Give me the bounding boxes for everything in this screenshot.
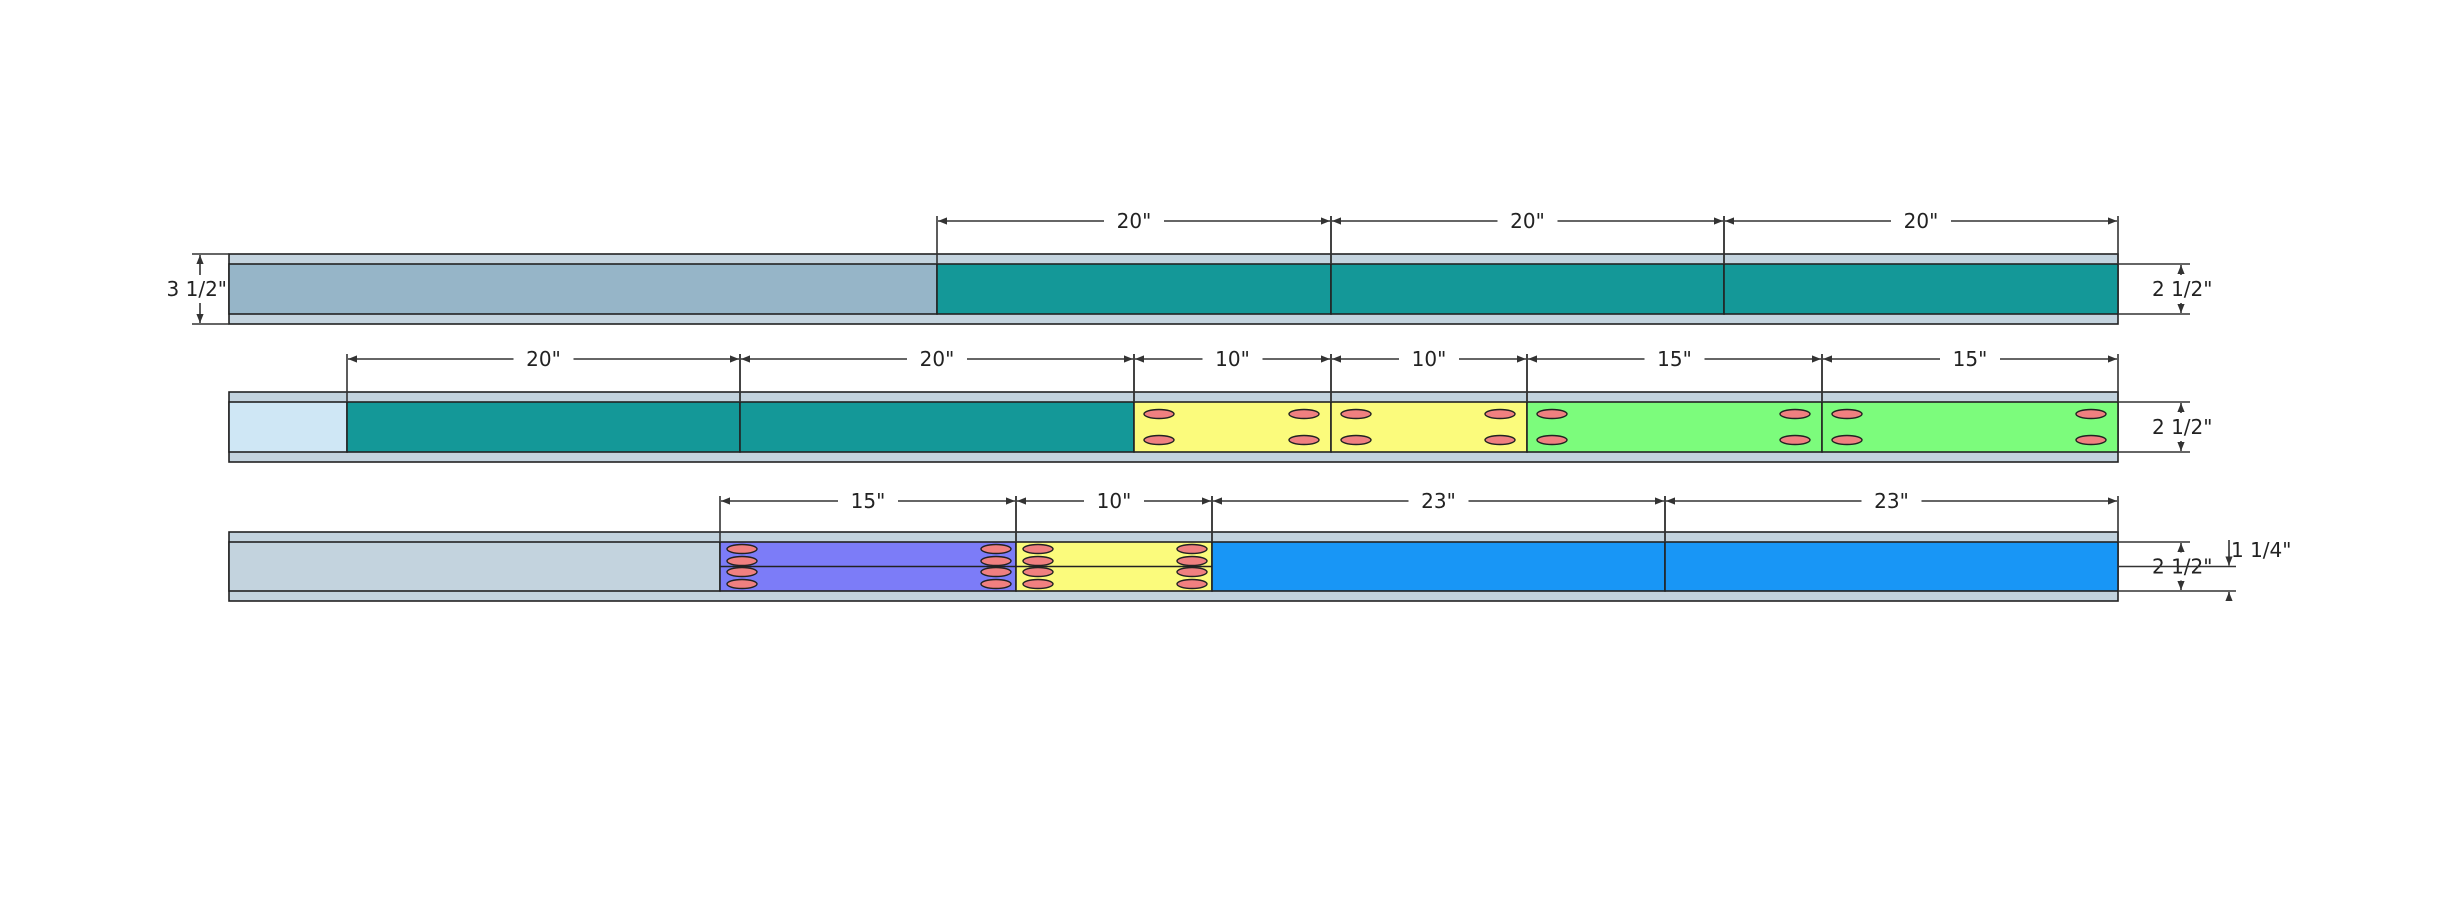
hole-icon — [980, 578, 1012, 590]
hole-icon — [726, 566, 758, 578]
hole-icon — [2075, 408, 2107, 420]
length-dimension: 23" — [1664, 489, 2119, 542]
dimension-label: 20" — [1510, 209, 1545, 233]
hole-icon — [2075, 434, 2107, 446]
hole-icon — [1831, 408, 1863, 420]
segment-fill — [1723, 263, 2119, 315]
half-height-dimension: 1 1/4" — [2118, 538, 2291, 601]
board-segment — [228, 541, 721, 592]
board-segment — [719, 541, 1017, 592]
segment-fill — [346, 401, 741, 453]
segment-fill — [228, 263, 938, 315]
hole-icon — [1176, 555, 1208, 567]
board-segment — [1330, 401, 1528, 453]
segment-fill — [228, 401, 348, 453]
segment-fill — [1664, 541, 2119, 592]
length-dimension: 15" — [1526, 347, 1823, 402]
hole-icon — [1536, 408, 1568, 420]
board-segment — [936, 263, 1332, 315]
segment-fill — [739, 401, 1135, 453]
dimension-label: 20" — [920, 347, 955, 371]
segment-fill — [1211, 541, 1666, 592]
board-segment — [1133, 401, 1332, 453]
dimension-label: 3 1/2" — [167, 277, 227, 301]
segment-fill — [1526, 401, 1823, 453]
hole-icon — [1779, 434, 1811, 446]
boards-layer — [228, 253, 2119, 602]
hole-icon — [1143, 434, 1175, 446]
dimension-label: 2 1/2" — [2152, 277, 2212, 301]
hole-icon — [1176, 566, 1208, 578]
dimension-label: 10" — [1097, 489, 1132, 513]
hole-icon — [980, 543, 1012, 555]
outer-height-dimension: 3 1/2" — [167, 253, 229, 325]
hole-icon — [1484, 434, 1516, 446]
board-segment — [1211, 541, 1666, 592]
length-dimension: 10" — [1330, 347, 1528, 402]
segment-fill — [228, 541, 721, 592]
length-dimension: 10" — [1015, 489, 1213, 542]
hole-icon — [1022, 555, 1054, 567]
segment-fill — [1821, 401, 2119, 453]
length-dimension: 20" — [739, 347, 1135, 402]
hole-icon — [1340, 434, 1372, 446]
dimension-label: 23" — [1874, 489, 1909, 513]
hole-icon — [1288, 434, 1320, 446]
hole-icon — [1022, 578, 1054, 590]
board-segment — [346, 401, 741, 453]
hole-icon — [1484, 408, 1516, 420]
board-segment — [1330, 263, 1725, 315]
board-segment — [1723, 263, 2119, 315]
dimension-label: 15" — [1953, 347, 1988, 371]
hole-icon — [1176, 578, 1208, 590]
dimension-label: 10" — [1215, 347, 1250, 371]
inner-height-dimension: 2 1/2" — [2118, 263, 2212, 315]
board-segment — [1015, 541, 1213, 592]
hole-icon — [980, 555, 1012, 567]
hole-icon — [726, 555, 758, 567]
hole-icon — [726, 543, 758, 555]
board-segment — [1821, 401, 2119, 453]
hole-icon — [1536, 434, 1568, 446]
dimension-label: 15" — [1657, 347, 1692, 371]
board-segment — [228, 263, 938, 315]
length-dimension: 20" — [346, 347, 741, 402]
hole-icon — [1340, 408, 1372, 420]
dimension-label: 1 1/4" — [2231, 538, 2291, 562]
length-dimension: 15" — [1821, 347, 2119, 402]
dimension-label: 10" — [1412, 347, 1447, 371]
dimension-label: 23" — [1421, 489, 1456, 513]
segment-fill — [936, 263, 1332, 315]
dimensions-layer: 20" 20" 20" 2 1/2" 3 1/2" 20" 20" 10" 10" 15" 15" 2… — [167, 209, 2291, 601]
board-segment — [739, 401, 1135, 453]
hole-icon — [1288, 408, 1320, 420]
hole-icon — [726, 578, 758, 590]
dimension-label: 20" — [1117, 209, 1152, 233]
hole-icon — [1022, 543, 1054, 555]
length-dimension: 15" — [719, 489, 1017, 542]
board-segment — [228, 401, 348, 453]
hole-icon — [1831, 434, 1863, 446]
segment-fill — [1330, 263, 1725, 315]
hole-icon — [980, 566, 1012, 578]
board-row-3 — [228, 531, 2119, 602]
length-dimension: 20" — [1723, 209, 2119, 264]
hole-icon — [1022, 566, 1054, 578]
dimension-label: 2 1/2" — [2152, 415, 2212, 439]
board-row-2 — [228, 391, 2119, 463]
hole-icon — [1779, 408, 1811, 420]
inner-height-dimension: 2 1/2" — [2118, 401, 2212, 453]
board-row-1 — [228, 253, 2119, 325]
dimension-label: 15" — [851, 489, 886, 513]
hole-icon — [1143, 408, 1175, 420]
dimension-label: 20" — [526, 347, 561, 371]
board-segment — [1664, 541, 2119, 592]
board-segment — [1526, 401, 1823, 453]
hole-icon — [1176, 543, 1208, 555]
dimension-label: 20" — [1904, 209, 1939, 233]
